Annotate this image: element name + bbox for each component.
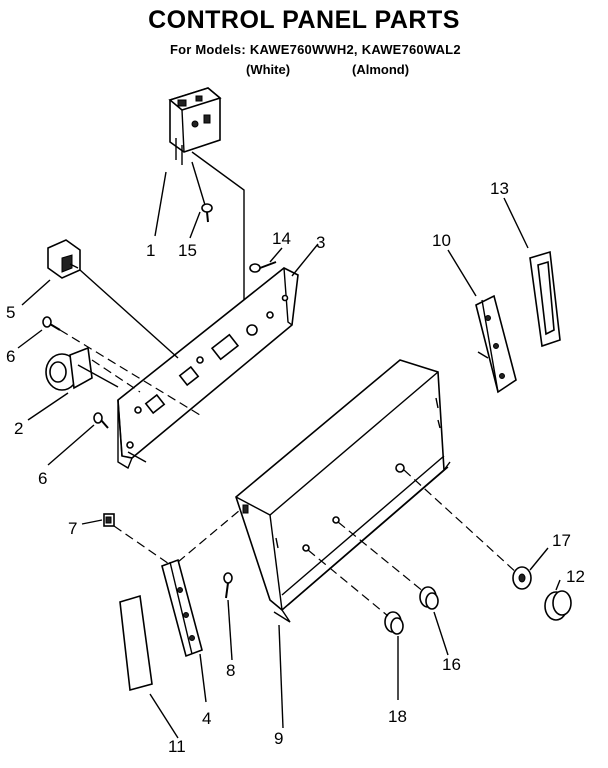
water-level-switch-part bbox=[45, 346, 141, 393]
knob-part-16 bbox=[419, 586, 439, 610]
part-label-6-lower: 6 bbox=[38, 469, 47, 488]
bracket-part-10 bbox=[475, 294, 517, 394]
screw-part-6-upper bbox=[42, 316, 61, 331]
color-white-label: (White) bbox=[246, 62, 291, 77]
screw-part-8 bbox=[223, 572, 233, 599]
overlay-part-11 bbox=[119, 594, 153, 692]
screw-part-15 bbox=[191, 161, 213, 223]
model-almond-number: KAWE760WAL2 bbox=[361, 42, 461, 57]
part-label-5: 5 bbox=[6, 303, 15, 322]
model-white-number: KAWE760WWH2, bbox=[249, 42, 358, 57]
washer-part-17 bbox=[512, 566, 532, 590]
part-label-7: 7 bbox=[68, 519, 77, 538]
selector-switch-part bbox=[47, 239, 81, 279]
clip-part-7 bbox=[103, 513, 115, 527]
frame-part-13 bbox=[529, 250, 561, 348]
part-label-2: 2 bbox=[14, 419, 23, 438]
knob-part-12 bbox=[544, 590, 572, 621]
timer-part bbox=[168, 87, 222, 165]
part-label-9: 9 bbox=[274, 729, 283, 748]
part-label-4: 4 bbox=[202, 709, 211, 728]
diagram-title: CONTROL PANEL PARTS bbox=[148, 6, 460, 34]
part-label-18: 18 bbox=[388, 707, 407, 726]
part-label-12: 12 bbox=[566, 567, 585, 586]
part-label-10: 10 bbox=[432, 231, 451, 250]
part-label-13: 13 bbox=[490, 179, 509, 198]
part-label-15: 15 bbox=[178, 241, 197, 260]
control-panel-bracket-part bbox=[117, 267, 299, 470]
part-label-3: 3 bbox=[316, 233, 325, 252]
models-line: For Models:KAWE760WWH2,KAWE760WAL2 bbox=[170, 42, 465, 57]
end-bracket-part-4 bbox=[161, 558, 203, 658]
part-label-6-upper: 6 bbox=[6, 347, 15, 366]
part-label-8: 8 bbox=[226, 661, 235, 680]
part-label-17: 17 bbox=[552, 531, 571, 550]
callout-leaders bbox=[17, 171, 561, 739]
knob-part-18 bbox=[384, 611, 404, 635]
console-housing-part bbox=[235, 359, 451, 623]
part-label-16: 16 bbox=[442, 655, 461, 674]
models-prefix: For Models: bbox=[170, 42, 246, 57]
color-almond-label: (Almond) bbox=[352, 62, 410, 77]
part-label-1: 1 bbox=[146, 241, 155, 260]
screw-part-14 bbox=[249, 261, 277, 273]
part-label-11: 11 bbox=[168, 737, 186, 756]
screw-part-6-lower bbox=[93, 412, 109, 429]
part-label-14: 14 bbox=[272, 229, 291, 248]
